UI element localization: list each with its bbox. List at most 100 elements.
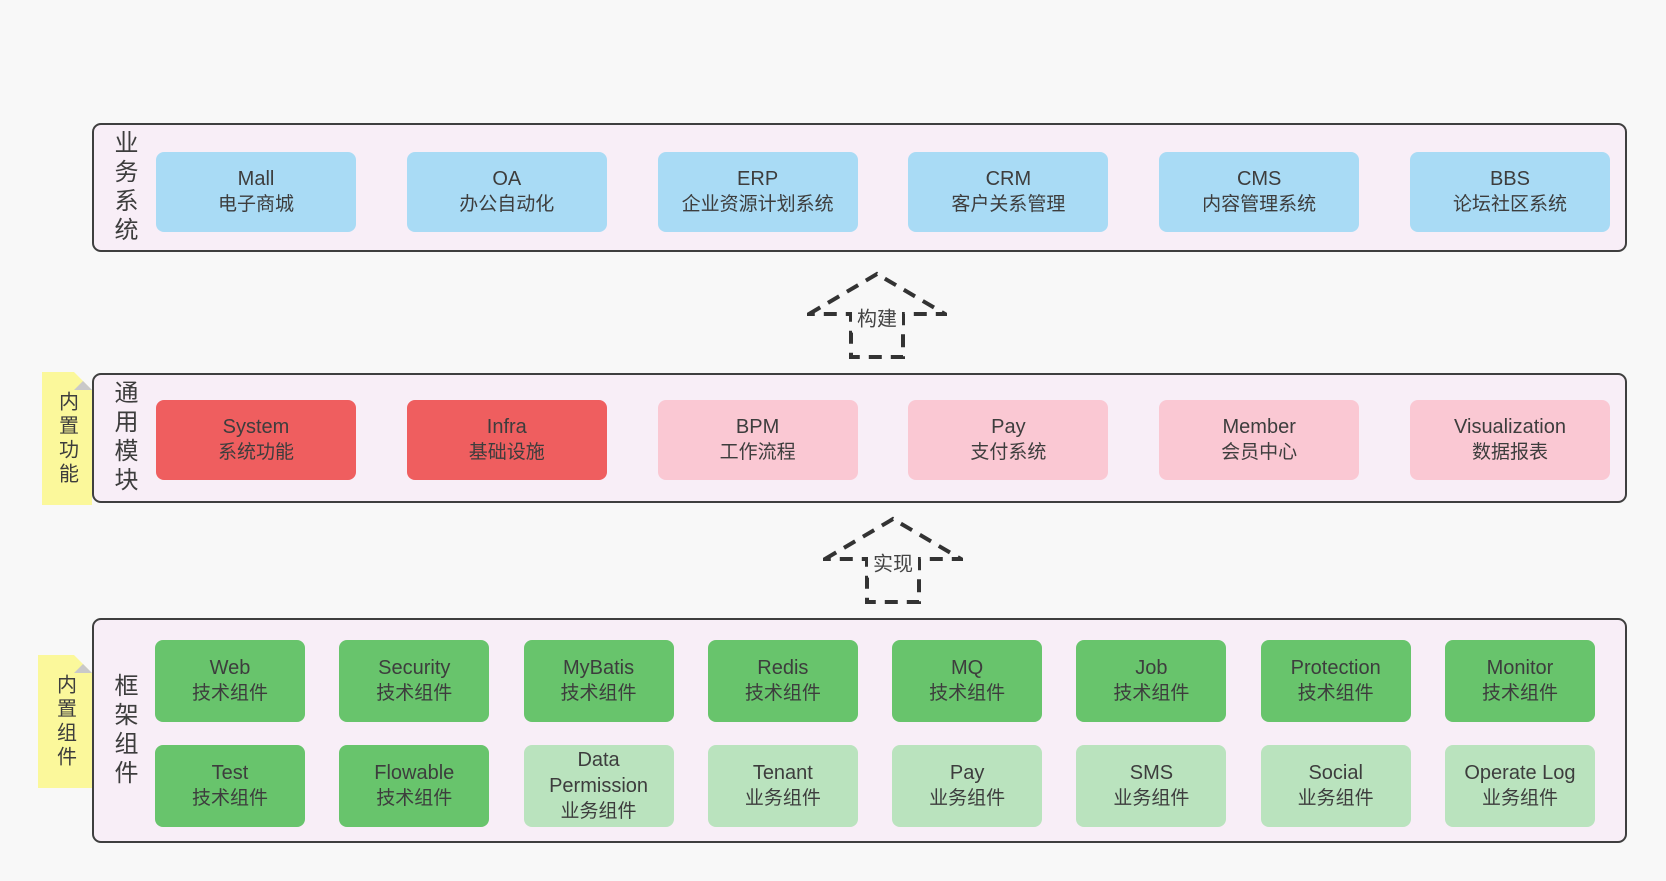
- panel-label-common-modules: 通用模块: [110, 380, 137, 496]
- box-system: System 系统功能: [156, 400, 356, 480]
- box-title: Operate Log: [1464, 762, 1576, 784]
- box-web: Web 技术组件: [155, 640, 305, 722]
- box-mq: MQ 技术组件: [892, 640, 1043, 722]
- box-subtitle: 业务组件: [744, 788, 821, 809]
- panel-label-business-systems: 业务系统: [110, 129, 137, 246]
- box-monitor: Monitor 技术组件: [1444, 640, 1595, 722]
- box-mybatis: MyBatis 技术组件: [523, 640, 674, 722]
- box-subtitle: 办公自动化: [459, 194, 555, 215]
- box-title: Social: [1308, 762, 1363, 784]
- box-title: Infra: [486, 416, 527, 438]
- box-subtitle: 技术组件: [1481, 683, 1558, 704]
- dashed-up-arrow-icon: [823, 516, 963, 604]
- arrow-label-implement: 实现: [868, 546, 918, 578]
- box-subtitle: 客户关系管理: [951, 194, 1066, 215]
- components-box-row-2: Test 技术组件 Flowable 技术组件 Data Permission …: [155, 745, 1595, 827]
- box-title: CMS: [1236, 168, 1282, 190]
- box-operate-log: Operate Log 业务组件: [1444, 745, 1595, 827]
- sticky-note-builtin-components: 内置组件: [38, 655, 92, 788]
- box-subtitle: 会员中心: [1221, 442, 1298, 463]
- components-box-row-1: Web 技术组件 Security 技术组件 MyBatis 技术组件 Redi…: [155, 640, 1595, 722]
- box-cms: CMS 内容管理系统: [1159, 152, 1360, 232]
- box-title: BPM: [735, 416, 780, 438]
- box-tenant: Tenant 业务组件: [707, 745, 858, 827]
- box-flowable: Flowable 技术组件: [339, 745, 490, 827]
- box-title: Flowable: [374, 762, 455, 784]
- box-subtitle: 技术组件: [929, 683, 1006, 704]
- box-subtitle: 系统功能: [217, 442, 294, 463]
- box-social: Social 业务组件: [1260, 745, 1411, 827]
- box-title: MQ: [951, 657, 984, 679]
- box-title: Data Permission: [549, 749, 649, 797]
- box-mall: Mall 电子商城: [156, 152, 356, 232]
- box-title: MyBatis: [563, 657, 635, 679]
- box-bpm: BPM 工作流程: [657, 400, 858, 480]
- box-subtitle: 论坛社区系统: [1452, 194, 1567, 215]
- box-sms: SMS 业务组件: [1076, 745, 1227, 827]
- box-subtitle: 业务组件: [1113, 788, 1190, 809]
- sticky-label: 内置组件: [53, 673, 76, 770]
- box-subtitle: 业务组件: [1297, 788, 1374, 809]
- box-title: CRM: [985, 168, 1032, 190]
- box-title: Pay: [991, 416, 1026, 438]
- sticky-label: 内置功能: [55, 390, 78, 487]
- sticky-fold-corner: [74, 372, 92, 390]
- box-bbs: BBS 论坛社区系统: [1409, 152, 1610, 232]
- panel-business-systems: 业务系统 Mall 电子商城 OA 办公自动化 ERP 企业资源计划系统 CRM…: [92, 123, 1627, 252]
- box-redis: Redis 技术组件: [707, 640, 858, 722]
- box-erp: ERP 企业资源计划系统: [657, 152, 858, 232]
- box-title: Visualization: [1454, 416, 1566, 438]
- box-pay-module: Pay 支付系统: [908, 400, 1109, 480]
- panel-label-framework-components: 框架组件: [110, 672, 137, 789]
- box-title: Web: [209, 657, 251, 679]
- box-subtitle: 支付系统: [970, 442, 1047, 463]
- arrow-label-build: 构建: [852, 301, 902, 333]
- box-subtitle: 业务组件: [929, 788, 1006, 809]
- box-data-permission: Data Permission 业务组件: [523, 745, 674, 827]
- box-subtitle: 技术组件: [191, 788, 268, 809]
- box-title: System: [222, 416, 290, 438]
- box-subtitle: 技术组件: [376, 683, 453, 704]
- panel-common-modules: 通用模块 System 系统功能 Infra 基础设施 BPM 工作流程 Pay…: [92, 373, 1627, 503]
- box-title: BBS: [1489, 168, 1530, 190]
- box-subtitle: 数据报表: [1471, 442, 1548, 463]
- box-title: ERP: [737, 168, 779, 190]
- box-oa: OA 办公自动化: [406, 152, 607, 232]
- box-visualization: Visualization 数据报表: [1409, 400, 1610, 480]
- business-box-row: Mall 电子商城 OA 办公自动化 ERP 企业资源计划系统 CRM 客户关系…: [156, 152, 1610, 232]
- box-subtitle: 技术组件: [1297, 683, 1374, 704]
- box-title: Security: [378, 657, 451, 679]
- box-title: Pay: [949, 762, 985, 784]
- box-title: Job: [1135, 657, 1168, 679]
- box-title: SMS: [1129, 762, 1174, 784]
- box-title: Protection: [1290, 657, 1381, 679]
- box-test: Test 技术组件: [155, 745, 305, 827]
- sticky-fold-corner: [74, 655, 92, 673]
- box-subtitle: 技术组件: [1113, 683, 1190, 704]
- box-subtitle: 基础设施: [468, 442, 545, 463]
- box-title: Mall: [237, 168, 275, 190]
- box-title: Tenant: [752, 762, 813, 784]
- box-subtitle: 技术组件: [744, 683, 821, 704]
- box-subtitle: 技术组件: [191, 683, 268, 704]
- box-title: Test: [211, 762, 249, 784]
- panel-framework-components: 框架组件 Web 技术组件 Security 技术组件 MyBatis 技术组件…: [92, 618, 1627, 843]
- modules-box-row: System 系统功能 Infra 基础设施 BPM 工作流程 Pay 支付系统…: [156, 400, 1610, 480]
- sticky-note-builtin-features: 内置功能: [42, 372, 92, 505]
- box-infra: Infra 基础设施: [406, 400, 607, 480]
- box-member: Member 会员中心: [1159, 400, 1360, 480]
- box-security: Security 技术组件: [339, 640, 490, 722]
- box-subtitle: 电子商城: [217, 194, 294, 215]
- box-pay-component: Pay 业务组件: [892, 745, 1043, 827]
- up-arrow-build: 构建: [807, 268, 947, 360]
- box-title: Redis: [757, 657, 809, 679]
- box-subtitle: 技术组件: [560, 683, 637, 704]
- box-protection: Protection 技术组件: [1260, 640, 1411, 722]
- box-subtitle: 工作流程: [719, 442, 796, 463]
- box-subtitle: 业务组件: [560, 801, 637, 822]
- box-title: Member: [1222, 416, 1296, 438]
- dashed-up-arrow-icon: [807, 271, 947, 359]
- box-crm: CRM 客户关系管理: [908, 152, 1109, 232]
- box-subtitle: 业务组件: [1481, 788, 1558, 809]
